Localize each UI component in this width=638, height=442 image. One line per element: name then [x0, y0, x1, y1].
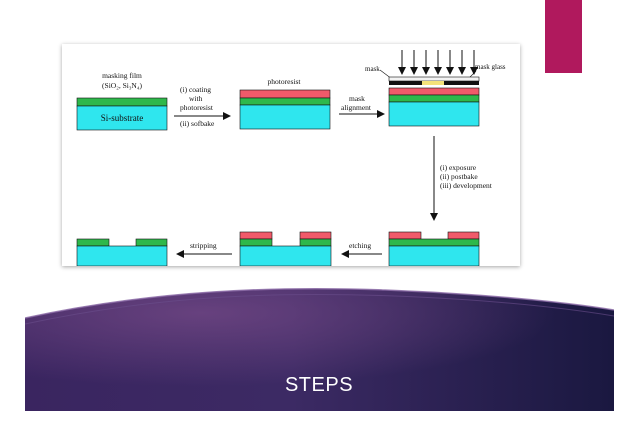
masking-film-layer [76, 97, 168, 107]
title-band-background [25, 287, 614, 411]
mask-alignment-label-2: alignment [341, 103, 372, 112]
substrate-layer [388, 101, 480, 127]
masking-film-layer [388, 94, 480, 103]
stage-developed [388, 231, 480, 266]
substrate-layer [76, 105, 168, 131]
photoresist-layer [239, 89, 331, 99]
development-label: (iii) development [440, 181, 493, 190]
film-pattern-left [76, 238, 110, 247]
stage-etched [239, 231, 332, 266]
uv-light-arrows [398, 50, 478, 75]
film-pattern-left [239, 238, 273, 247]
exposure-label: (i) exposure [440, 163, 477, 172]
masking-film-label: masking film [102, 71, 142, 80]
coating-photoresist-label: photoresist [180, 103, 214, 112]
photoresist-pattern-right [447, 231, 480, 240]
film-pattern-right [135, 238, 168, 247]
mask-glass [388, 76, 480, 82]
title-band [25, 280, 614, 411]
stage-photoresist: photoresist [239, 77, 331, 130]
stage-substrate: masking film (SiO₂, Si₃N₄) Si-substrate [76, 71, 168, 131]
coating-step-label: (i) coating [180, 85, 211, 94]
stage-stripped [76, 238, 168, 266]
masking-film-formula: (SiO₂, Si₃N₄) [102, 81, 142, 90]
mask-glass-label: mask glass [475, 63, 506, 71]
softbake-label: (ii) sofbake [180, 119, 215, 128]
film-pattern-right [299, 238, 332, 247]
photoresist-label: photoresist [268, 77, 302, 86]
lithography-diagram: masking film (SiO₂, Si₃N₄) Si-substrate … [76, 50, 506, 266]
substrate-layer [239, 245, 332, 266]
stage-mask-exposure: mask mask glass [365, 50, 506, 127]
mask-opening [422, 81, 444, 85]
postbake-label: (ii) postbake [440, 172, 478, 181]
photoresist-layer [388, 87, 480, 96]
slide-title: STEPS [284, 374, 354, 396]
mask-label: mask [365, 65, 380, 73]
coating-with-label: with [189, 94, 203, 103]
photoresist-pattern-left [239, 231, 273, 240]
substrate-layer [239, 104, 331, 130]
photoresist-pattern-right [299, 231, 332, 240]
masking-film-layer [388, 238, 480, 247]
mask-alignment-label-1: mask [349, 94, 365, 103]
accent-bar [545, 0, 582, 73]
etching-label: etching [349, 241, 371, 250]
si-substrate-label: Si-substrate [101, 113, 144, 123]
substrate-layer [388, 245, 480, 266]
stripping-label: stripping [190, 241, 217, 250]
photoresist-pattern-left [388, 231, 422, 240]
substrate-layer [76, 245, 168, 266]
masking-film-layer [239, 97, 331, 106]
process-diagram-card: masking film (SiO₂, Si₃N₄) Si-substrate … [62, 44, 520, 266]
